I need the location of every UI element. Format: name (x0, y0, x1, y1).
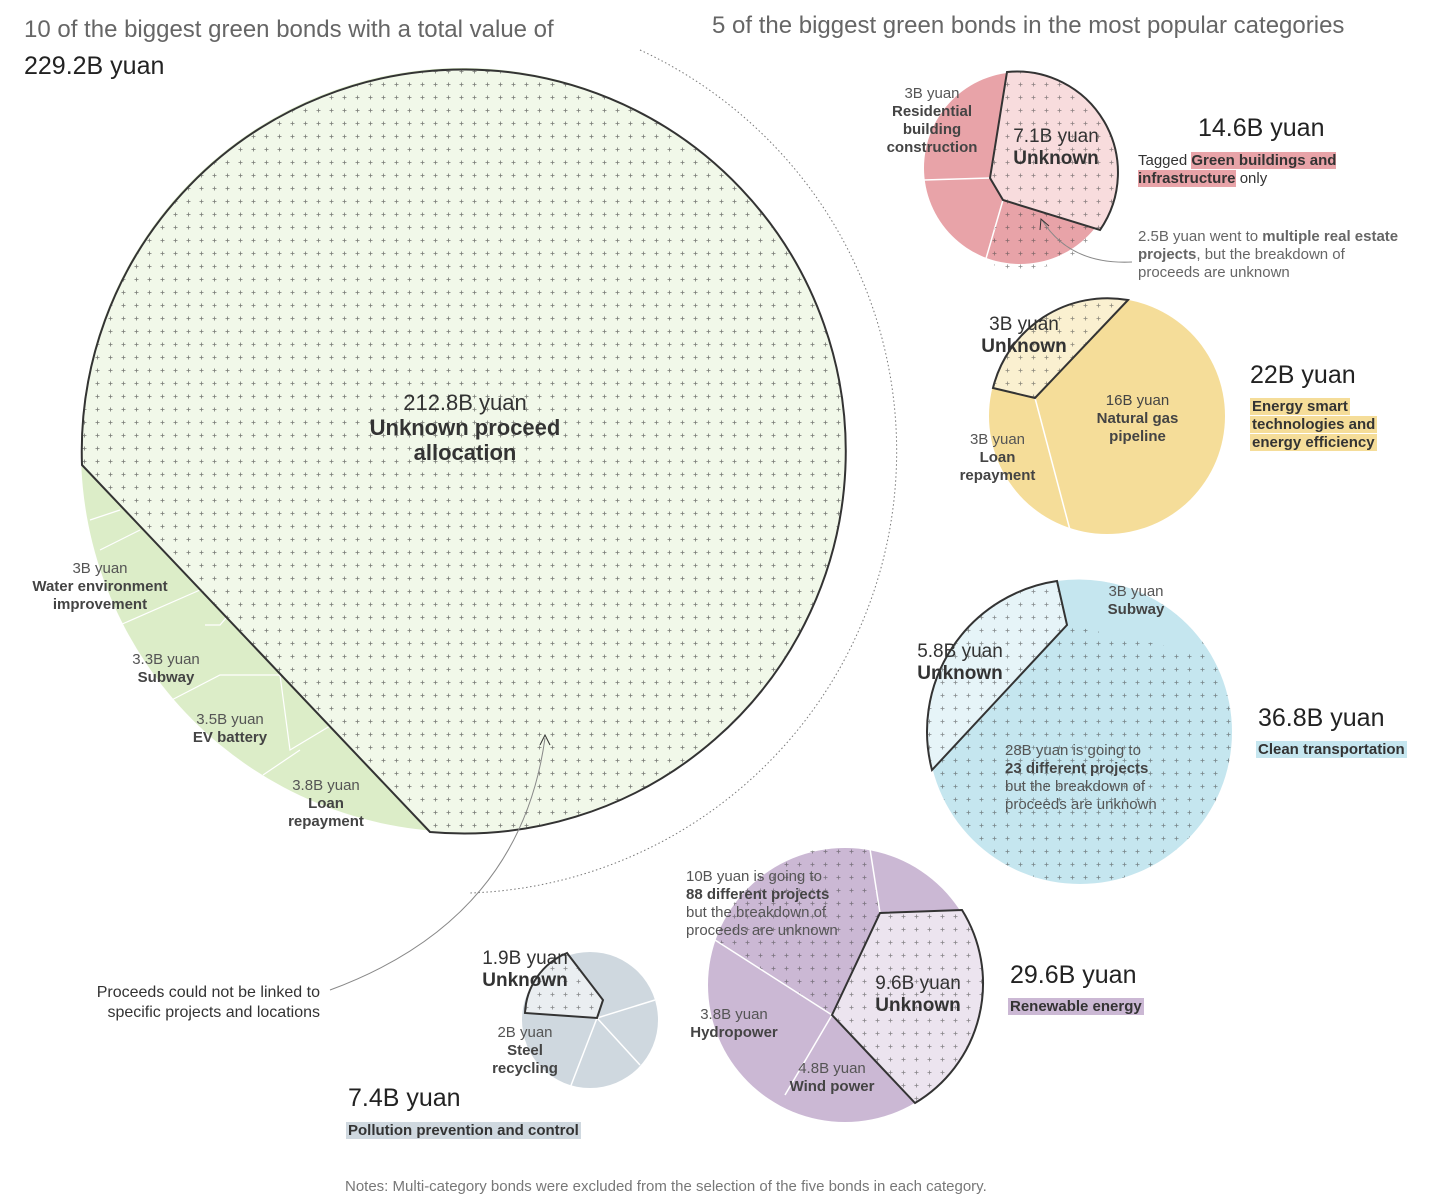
tag-energy: Energy smart technologies and energy eff… (1250, 398, 1378, 451)
annotation-unlinked: Proceeds could not be linked to specific… (96, 984, 320, 1021)
segment-real-estate (985, 200, 1100, 270)
segment-subway-blue (1057, 579, 1210, 655)
left-title: 10 of the biggest green bonds with a tot… (24, 16, 554, 43)
notes: Notes: Multi-category bonds were exclude… (345, 1178, 987, 1195)
right-title: 5 of the biggest green bonds in the most… (712, 12, 1345, 39)
annotation-real-estate: 2.5B yuan went to multiple real estate p… (1138, 228, 1399, 281)
total-renewable: 29.6B yuan (1010, 961, 1137, 989)
segment-dividers (89, 509, 341, 776)
annotation-arrow (329, 737, 546, 991)
total-pollution: 7.4B yuan (348, 1084, 461, 1112)
total-energy: 22B yuan (1250, 361, 1356, 389)
tag-pollution: Pollution prevention and control (346, 1122, 581, 1139)
total-green-buildings: 14.6B yuan (1198, 114, 1325, 142)
left-total: 229.2B yuan (24, 52, 165, 80)
outer-dotted-arc (469, 49, 898, 894)
segment-88-projects (715, 846, 880, 1015)
annotation-arrow-pink (1041, 219, 1133, 263)
tag-transport: Clean transportation (1256, 741, 1407, 758)
tag-renewable: Renewable energy (1008, 998, 1144, 1015)
total-transport: 36.8B yuan (1258, 704, 1385, 732)
tag-green-buildings: Tagged Green buildings and infrastructur… (1138, 152, 1337, 187)
